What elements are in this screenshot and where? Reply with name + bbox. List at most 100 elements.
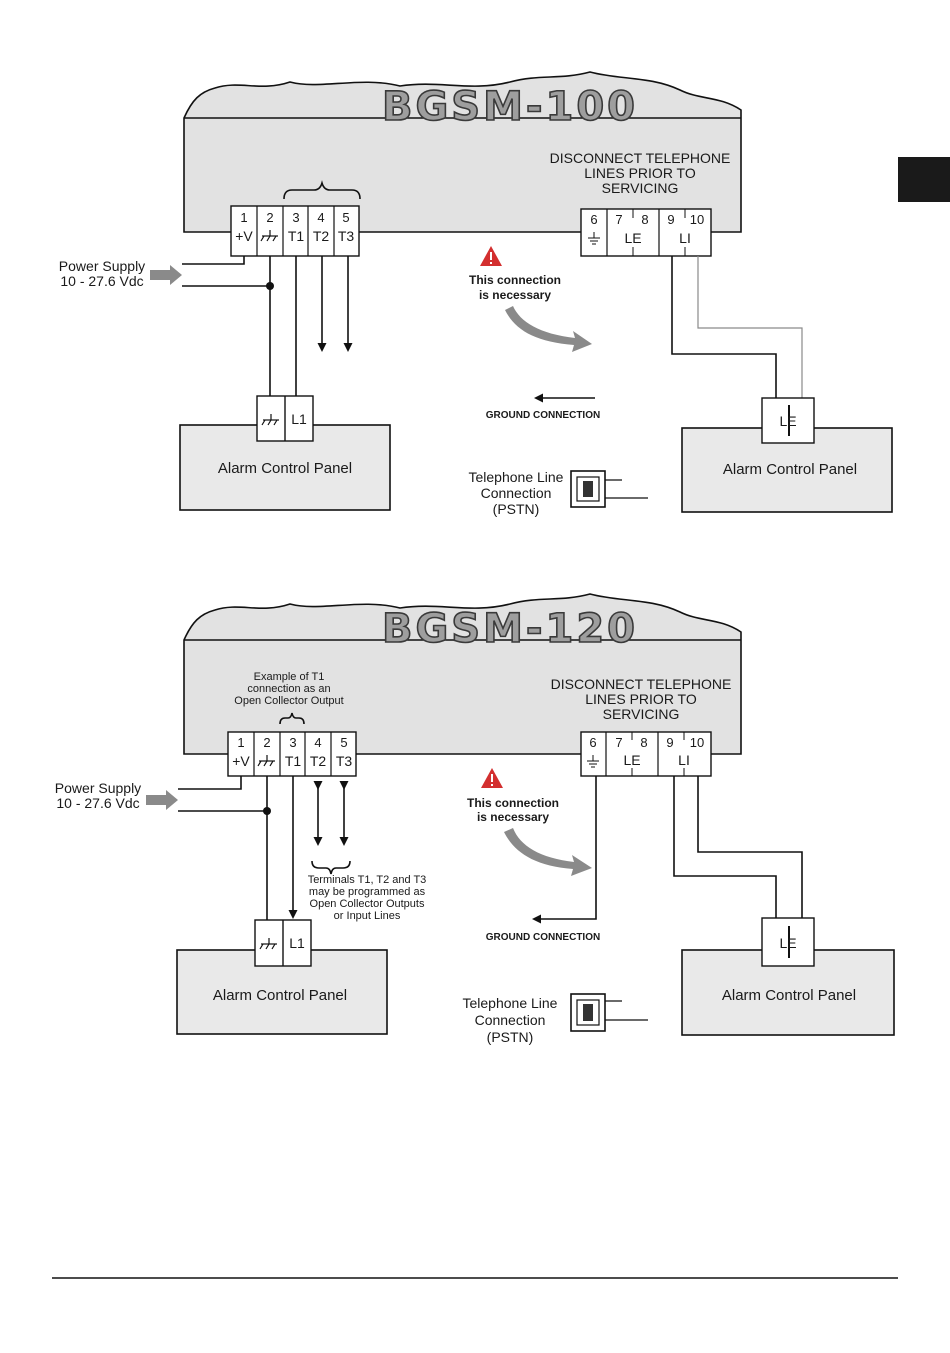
ground-connection-label: GROUND CONNECTION xyxy=(486,932,600,943)
connection-note: is necessary xyxy=(479,288,551,302)
terminal-number: 10 xyxy=(690,212,704,227)
example-note: Example of T1 connection as an Open Coll… xyxy=(234,671,343,707)
phone-line-label: Connection xyxy=(481,485,552,501)
terminal-number: 2 xyxy=(263,735,270,750)
terminal-number: 6 xyxy=(589,735,596,750)
input-arrow-icon xyxy=(150,265,182,285)
terminals-note-line: may be programmed as xyxy=(309,886,426,898)
warning-icon xyxy=(481,768,503,788)
warning-line: LINES PRIOR TO xyxy=(584,165,696,181)
module-shell xyxy=(183,593,742,755)
ground-arrow xyxy=(532,776,597,924)
diagram-bgsm-100: BGSM-100 DISCONNECT TELEPHONE LINES PRIO… xyxy=(59,71,893,517)
terminals-note: Terminals T1, T2 and T3 may be programme… xyxy=(308,874,427,922)
terminal-number: 8 xyxy=(640,735,647,750)
terminal-number: 7 xyxy=(615,735,622,750)
alarm-panel-right: LE Alarm Control Panel xyxy=(681,917,895,1036)
alarm-panel-right: LE Alarm Control Panel xyxy=(681,397,893,513)
terminal-number: 5 xyxy=(340,735,347,750)
junction-dot xyxy=(263,807,271,815)
terminal-label: T2 xyxy=(310,753,327,769)
alarm-panel-left: L1 Alarm Control Panel xyxy=(176,919,388,1035)
chassis-ground-icon xyxy=(257,755,275,767)
alarm-panel-left: L1 Alarm Control Panel xyxy=(179,395,391,511)
connection-note: is necessary xyxy=(477,810,549,824)
warning-icon xyxy=(480,246,502,266)
terminal-number: 8 xyxy=(641,212,648,227)
rj11-jack-icon xyxy=(570,470,648,508)
ground-connection-label: GROUND CONNECTION xyxy=(486,410,600,421)
terminal-label: LI xyxy=(679,230,691,246)
panel-terminal-label: LE xyxy=(779,935,796,951)
terminal-label: T3 xyxy=(338,228,355,244)
terminal-number: 3 xyxy=(292,210,299,225)
example-note-line: Open Collector Output xyxy=(234,695,343,707)
phone-line-label: Connection xyxy=(475,1012,546,1028)
phone-line-label: (PSTN) xyxy=(487,1029,534,1045)
terminal-number: 2 xyxy=(266,210,273,225)
terminal-number: 5 xyxy=(342,210,349,225)
rj11-jack-icon xyxy=(570,993,648,1032)
earth-ground-icon xyxy=(587,755,599,768)
earth-ground-icon xyxy=(588,232,600,245)
power-supply-voltage: 10 - 27.6 Vdc xyxy=(56,795,139,811)
module-shell xyxy=(183,71,742,233)
terminal-number: 10 xyxy=(690,735,704,750)
diagram-bgsm-120: BGSM-120 DISCONNECT TELEPHONE LINES PRIO… xyxy=(55,593,895,1045)
connection-note: This connection xyxy=(467,796,559,810)
terminals-note-line: Terminals T1, T2 and T3 xyxy=(308,874,427,886)
warning-line: SERVICING xyxy=(603,706,680,722)
terminal-number: 9 xyxy=(667,212,674,227)
chassis-ground-icon xyxy=(261,414,279,426)
wire xyxy=(178,776,242,790)
terminal-number: 6 xyxy=(590,212,597,227)
terminal-number: 4 xyxy=(317,210,324,225)
wire xyxy=(673,776,777,918)
warning-text: DISCONNECT TELEPHONE LINES PRIOR TO SERV… xyxy=(550,150,731,196)
terminal-block-left: 1 2 3 4 5 +V T1 T2 T3 xyxy=(230,205,360,257)
phone-line-label: Telephone Line xyxy=(463,995,558,1011)
example-note-line: connection as an xyxy=(247,683,330,695)
terminals-note-line: or Input Lines xyxy=(334,910,401,922)
terminal-number: 9 xyxy=(666,735,673,750)
warning-line: SERVICING xyxy=(602,180,679,196)
terminal-label: LE xyxy=(623,752,640,768)
warning-line: DISCONNECT TELEPHONE xyxy=(550,150,731,166)
phone-line-label: (PSTN) xyxy=(493,501,540,517)
panel-label: Alarm Control Panel xyxy=(218,460,352,477)
curved-arrow-icon xyxy=(505,306,592,352)
input-arrow-icon xyxy=(146,790,178,810)
panel-terminal-label: L1 xyxy=(289,935,305,951)
wire xyxy=(697,256,803,398)
terminal-label: T1 xyxy=(288,228,305,244)
terminal-block-right: 6 7 8 9 10 LE LI xyxy=(580,208,712,257)
bracket xyxy=(311,860,351,875)
model-title: BGSM-100 xyxy=(382,84,638,130)
phone-line-label: Telephone Line xyxy=(469,469,564,485)
terminal-number: 1 xyxy=(240,210,247,225)
terminal-number: 3 xyxy=(289,735,296,750)
power-supply-label: Power Supply xyxy=(59,258,145,274)
terminal-label: T2 xyxy=(313,228,330,244)
terminal-number: 1 xyxy=(237,735,244,750)
curved-arrow-icon xyxy=(504,828,592,876)
wire xyxy=(182,256,245,265)
panel-terminal-label: LE xyxy=(779,413,796,429)
example-note-line: Example of T1 xyxy=(254,671,325,683)
terminal-block-left: 1 2 3 4 5 +V T1 T2 T3 xyxy=(227,731,357,777)
bracket xyxy=(279,712,305,725)
model-title: BGSM-120 xyxy=(382,606,638,652)
wire xyxy=(697,776,803,918)
terminal-number: 7 xyxy=(615,212,622,227)
section-tab xyxy=(898,157,950,202)
panel-label: Alarm Control Panel xyxy=(213,987,347,1004)
chassis-ground-icon xyxy=(259,938,277,950)
panel-label: Alarm Control Panel xyxy=(722,987,856,1004)
warning-text: DISCONNECT TELEPHONE LINES PRIOR TO SERV… xyxy=(551,676,732,722)
warning-line: LINES PRIOR TO xyxy=(585,691,697,707)
terminal-label: T3 xyxy=(336,753,353,769)
bracket xyxy=(283,180,361,200)
connection-note: This connection xyxy=(469,273,561,287)
